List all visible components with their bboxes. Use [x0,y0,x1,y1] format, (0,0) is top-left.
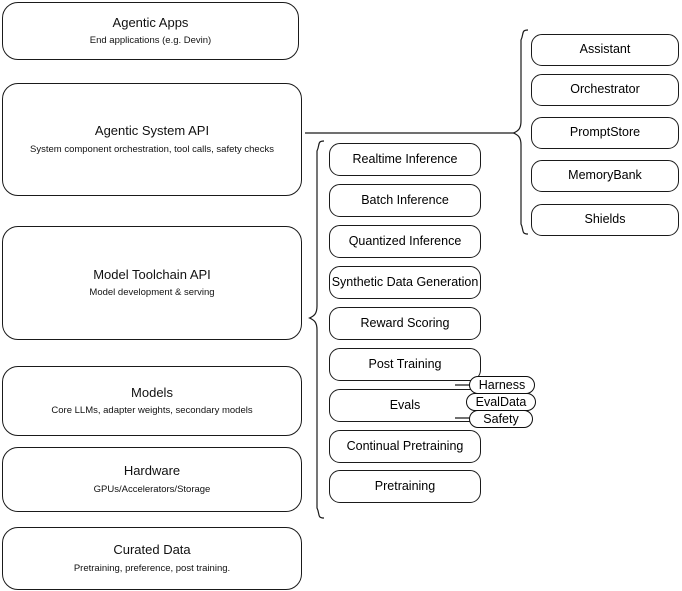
layer-title: Agentic Apps [112,14,189,30]
system-component-orchestrator[interactable]: Orchestrator [531,74,679,106]
eval-subcomponent-harness[interactable]: Harness [469,376,535,394]
brace-toolchain-capabilities [308,140,325,519]
layer-title: Models [131,384,173,400]
system-component-promptstore[interactable]: PromptStore [531,117,679,149]
capability-evals[interactable]: Evals [329,389,481,422]
capability-quantized-inference[interactable]: Quantized Inference [329,225,481,258]
layer-title: Hardware [123,463,181,479]
system-component-shields[interactable]: Shields [531,204,679,236]
capability-post-training[interactable]: Post Training [329,348,481,381]
capability-realtime-inference[interactable]: Realtime Inference [329,143,481,176]
system-component-assistant[interactable]: Assistant [531,34,679,66]
layer-model-toolchain-api[interactable]: Model Toolchain API Model development & … [2,226,302,340]
layer-title: Agentic System API [94,123,210,139]
capability-synthetic-data-generation[interactable]: Synthetic Data Generation [329,266,481,299]
layer-subtitle: GPUs/Accelerators/Storage [93,483,211,495]
layer-hardware[interactable]: Hardware GPUs/Accelerators/Storage [2,447,302,512]
layer-title: Model Toolchain API [93,266,211,282]
layer-subtitle: System component orchestration, tool cal… [30,143,274,155]
capability-reward-scoring[interactable]: Reward Scoring [329,307,481,340]
layer-agentic-apps[interactable]: Agentic Apps End applications (e.g. Devi… [2,2,299,60]
system-component-memorybank[interactable]: MemoryBank [531,160,679,192]
brace-system-components [512,29,529,235]
eval-subcomponent-safety[interactable]: Safety [469,410,533,428]
capability-batch-inference[interactable]: Batch Inference [329,184,481,217]
layer-models[interactable]: Models Core LLMs, adapter weights, secon… [2,366,302,436]
layer-title: Curated Data [113,542,191,558]
layer-subtitle: End applications (e.g. Devin) [89,35,212,47]
eval-subcomponent-evaldata[interactable]: EvalData [466,393,536,411]
layer-curated-data[interactable]: Curated Data Pretraining, preference, po… [2,527,302,590]
layer-subtitle: Model development & serving [89,287,215,299]
capability-continual-pretraining[interactable]: Continual Pretraining [329,430,481,463]
layer-agentic-system-api[interactable]: Agentic System API System component orch… [2,83,302,196]
layer-subtitle: Pretraining, preference, post training. [73,562,231,574]
capability-pretraining[interactable]: Pretraining [329,470,481,503]
layer-subtitle: Core LLMs, adapter weights, secondary mo… [51,405,253,417]
